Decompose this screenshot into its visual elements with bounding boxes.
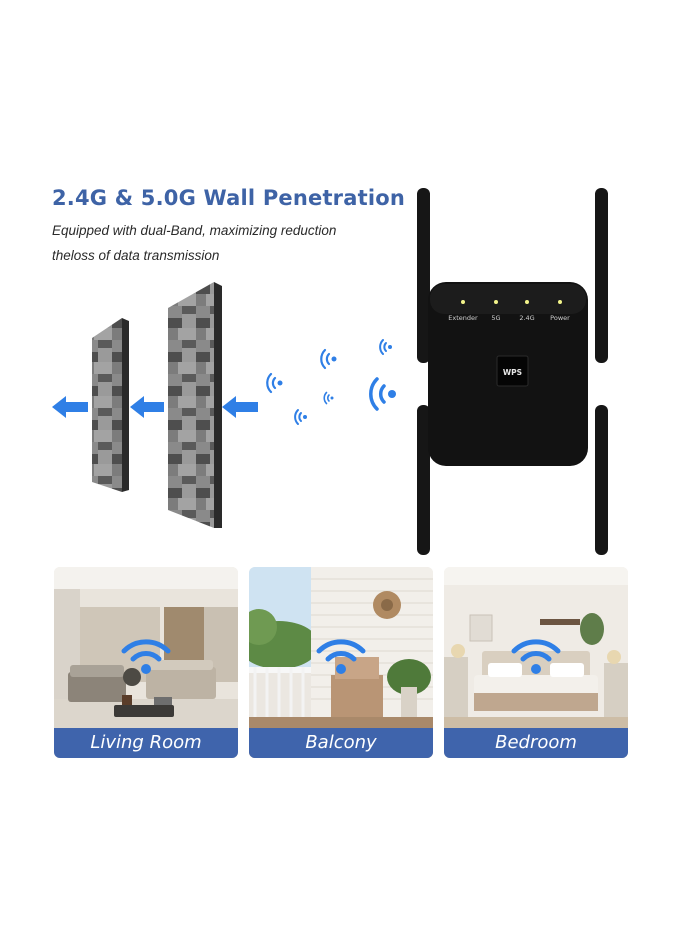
wifi-signal-icon [266, 372, 283, 394]
subline: Equipped with dual-Band, maximizing redu… [52, 218, 412, 268]
led-indicator [525, 300, 529, 304]
wifi-icon [118, 633, 174, 679]
room-card-balcony: Balcony [249, 567, 433, 758]
wifi-icon [508, 633, 564, 679]
antenna [595, 188, 608, 363]
led-indicator [461, 300, 465, 304]
headline: 2.4G & 5.0G Wall Penetration [52, 186, 406, 210]
room-card-bedroom: Bedroom [444, 567, 628, 758]
room-label-living-room: Living Room [54, 728, 238, 758]
wifi-signal-icon [323, 391, 334, 405]
wps-button[interactable] [496, 355, 529, 387]
indicator-label-2-4g: 2.4G [519, 314, 534, 322]
indicator-label-5g: 5G [491, 314, 500, 322]
wifi-icon [313, 633, 369, 679]
room-label-balcony: Balcony [249, 728, 433, 758]
room-card-living-room: Living Room [54, 567, 238, 758]
wifi-extender-device: Extender 5G 2.4G Power WPS [417, 188, 608, 555]
antenna [595, 405, 608, 555]
subline-line-2: theloss of data transmission [52, 248, 220, 263]
wall-penetration-illustration: Extender 5G 2.4G Power WPS [52, 188, 608, 555]
indicator-label-power: Power [550, 314, 570, 322]
arrow-left-icon [222, 396, 258, 418]
wifi-signal-icon [379, 339, 392, 355]
led-indicator [494, 300, 498, 304]
led-indicator [558, 300, 562, 304]
wifi-signal-icon [294, 409, 307, 425]
arrow-left-icon [130, 396, 164, 418]
wall-right [168, 282, 222, 528]
arrow-left-icon [52, 396, 88, 418]
subline-line-1: Equipped with dual-Band, maximizing redu… [52, 223, 337, 238]
wifi-signal-icon [369, 377, 396, 411]
antenna [417, 188, 430, 363]
wall-left [92, 318, 129, 492]
room-label-bedroom: Bedroom [444, 728, 628, 758]
wps-button-label: WPS [503, 368, 522, 377]
wifi-signal-icon [320, 348, 337, 370]
indicator-label-extender: Extender [448, 314, 478, 322]
antenna [417, 405, 430, 555]
